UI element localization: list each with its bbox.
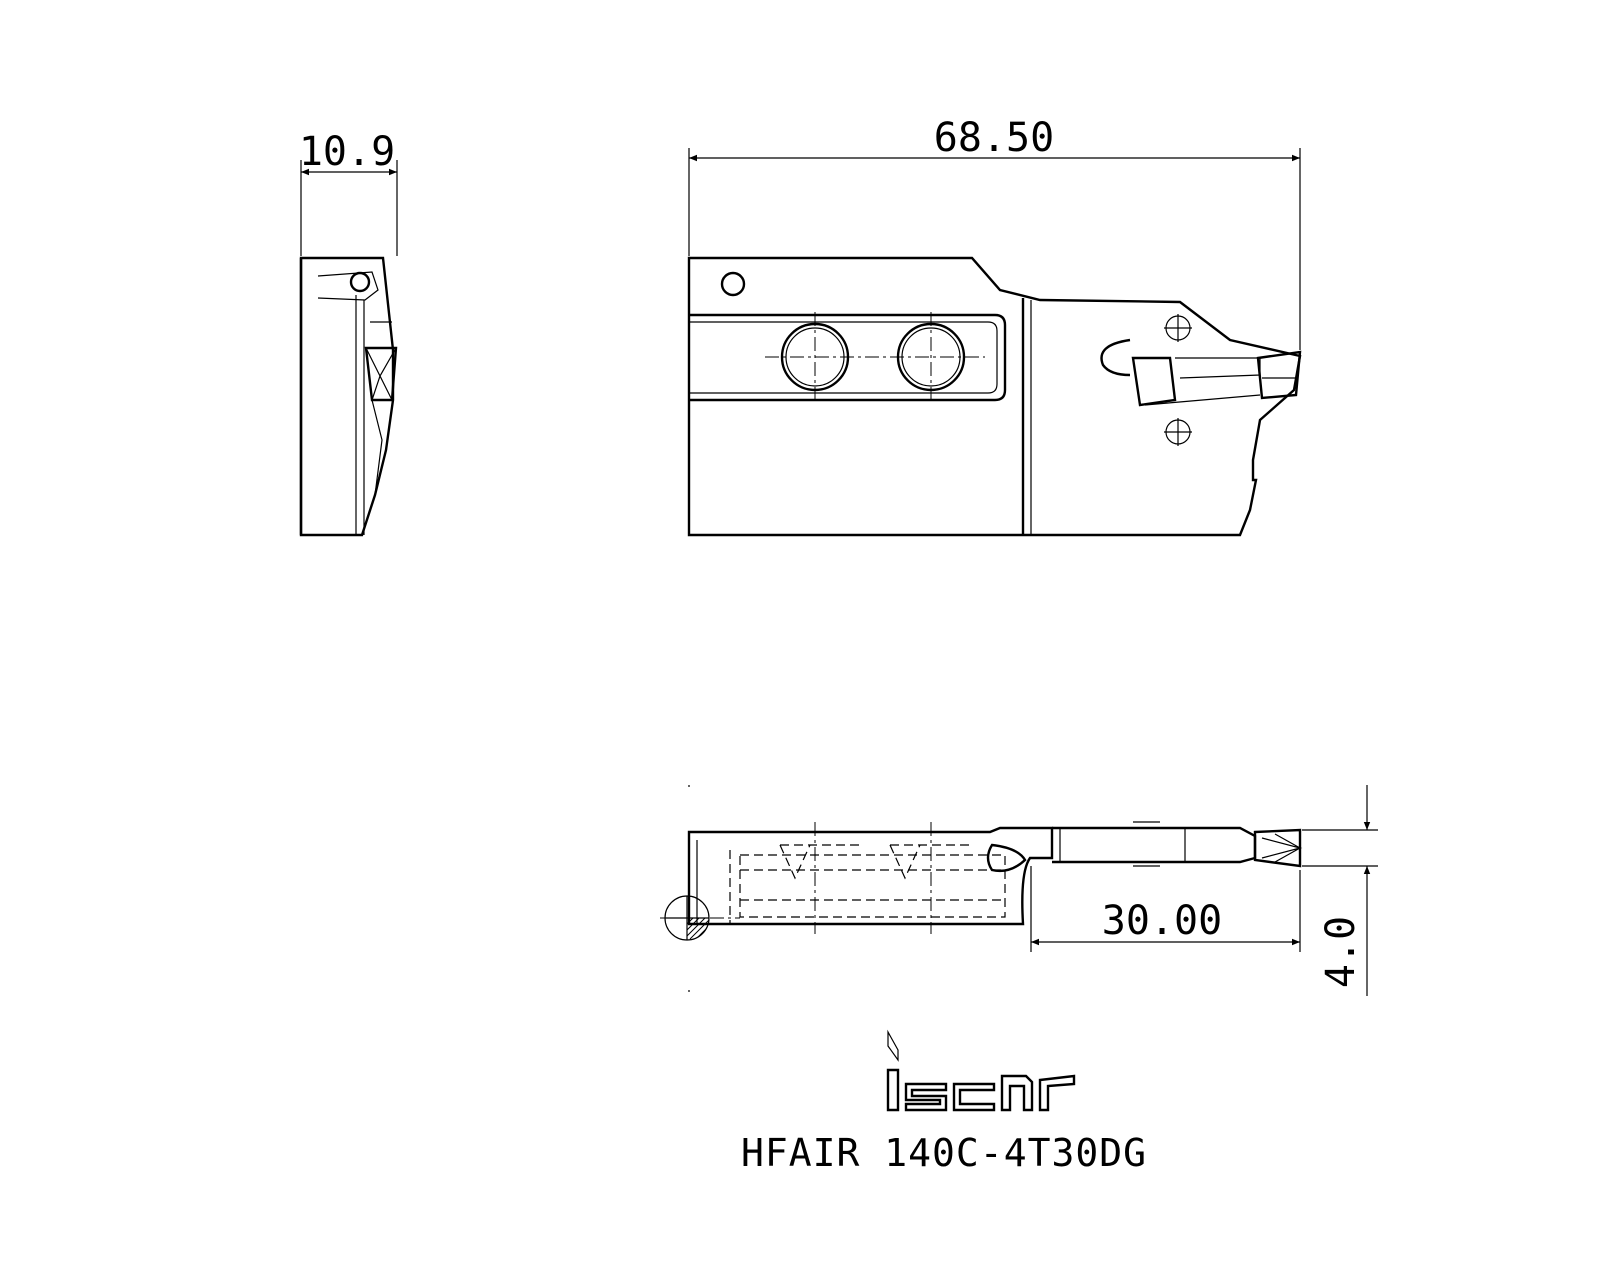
dimension-side-width: 10.9 (299, 129, 398, 256)
front-view (687, 256, 1302, 537)
part-number: HFAIR 140C-4T30DG (741, 1131, 1147, 1175)
dimension-overall-length: 68.50 (688, 115, 1301, 350)
dimension-label-groove-width: 4.0 (1318, 916, 1364, 988)
top-view (660, 785, 1303, 992)
dimension-label-overall-length: 68.50 (934, 115, 1054, 161)
dimension-depth: 30.00 (1030, 866, 1301, 952)
dimension-label-side-width: 10.9 (299, 129, 395, 175)
side-view (299, 256, 398, 537)
iscar-logo-icon (886, 1029, 1076, 1112)
dimension-groove-width: 4.0 (1302, 785, 1378, 996)
dimension-label-depth: 30.00 (1102, 898, 1222, 944)
